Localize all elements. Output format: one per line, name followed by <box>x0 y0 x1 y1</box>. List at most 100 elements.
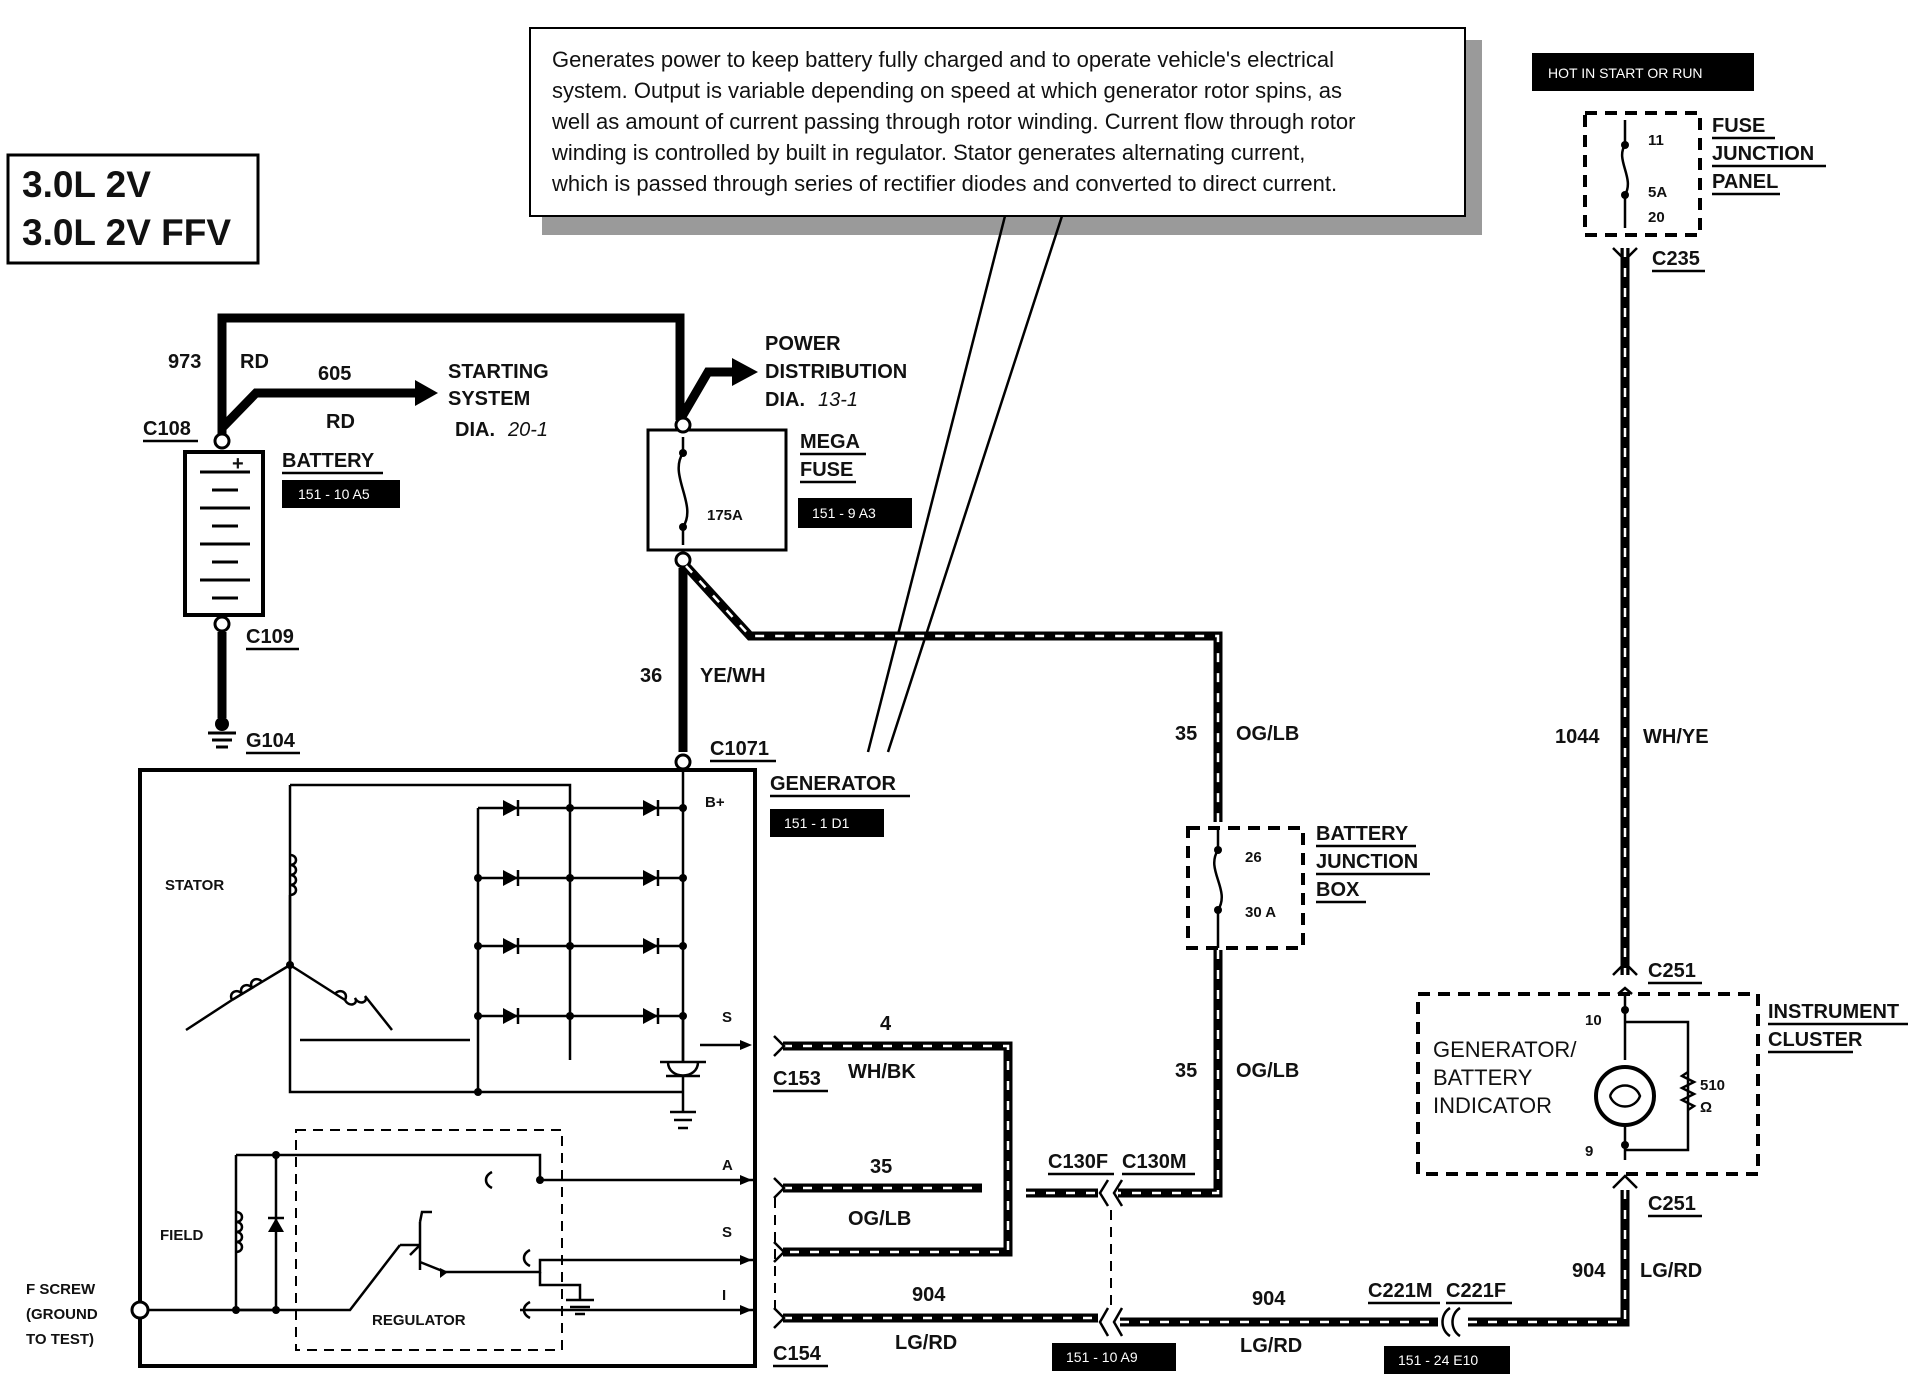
connector-c221m: C221M <box>1368 1280 1432 1302</box>
wire-973-circuit: 973 <box>168 351 201 373</box>
battery-ref: 151 - 10 A5 <box>298 486 370 502</box>
connector-c221: C221M C221F 151 - 24 E10 <box>1368 1280 1512 1374</box>
wire-4: 4 WH/BK C153 <box>773 1013 1013 1263</box>
connector-c108: C108 <box>143 418 191 440</box>
starting-system-dia-number: 20-1 <box>507 419 548 441</box>
fuse-panel-name-3: PANEL <box>1712 171 1778 193</box>
generator-name: GENERATOR <box>770 773 896 795</box>
engine-box: 3.0L 2V 3.0L 2V FFV <box>6 153 260 265</box>
wire-1044-circuit: 1044 <box>1555 726 1600 748</box>
description-line-2: system. Output is variable depending on … <box>552 78 1342 103</box>
wire-1044-color: WH/YE <box>1643 726 1709 748</box>
wire-904-middle-color: LG/RD <box>1240 1335 1302 1357</box>
connector-c235: C235 <box>1652 248 1700 270</box>
fuse-panel-number: 11 <box>1648 132 1664 149</box>
c130-ref: 151 - 10 A9 <box>1066 1349 1138 1365</box>
indicator-line-1: GENERATOR/ <box>1433 1037 1577 1062</box>
description-box: Generates power to keep battery fully ch… <box>529 27 1482 235</box>
ground-label: G104 <box>246 730 296 752</box>
wire-35-upper-circuit: 35 <box>1175 723 1197 745</box>
wire-4-circuit: 4 <box>880 1013 892 1035</box>
instrument-cluster: 510 Ω 10 9 GENERATOR/ BATTERY INDICATOR … <box>1416 960 1908 1218</box>
connector-c153: C153 <box>773 1068 821 1090</box>
battery-junction-rating: 30 A <box>1245 904 1276 921</box>
battery-junction-fuse-number: 26 <box>1245 849 1262 866</box>
terminal-i: I <box>722 1287 726 1304</box>
power-distribution-line-2: DISTRIBUTION <box>765 361 907 383</box>
c221-ref: 151 - 24 E10 <box>1398 1352 1478 1368</box>
battery-junction-name-2: JUNCTION <box>1316 851 1418 873</box>
fuse-panel-name-2: JUNCTION <box>1712 143 1814 165</box>
cluster-name-2: CLUSTER <box>1768 1029 1863 1051</box>
wire-36: 36 YE/WH C1071 <box>640 568 776 771</box>
description-line-5: which is passed through series of rectif… <box>551 171 1337 196</box>
generator-ref: 151 - 1 D1 <box>784 815 850 831</box>
power-distribution-dia: DIA. <box>765 389 805 411</box>
wire-36-circuit: 36 <box>640 665 662 687</box>
connector-c251-top: C251 <box>1648 960 1696 982</box>
wire-605: 605 RD <box>218 363 438 433</box>
wire-904-left-color: LG/RD <box>895 1332 957 1354</box>
resistor-value: 510 <box>1700 1077 1725 1094</box>
mega-fuse: 175A MEGA FUSE 151 - 9 A3 <box>646 416 912 569</box>
mega-fuse-ref: 151 - 9 A3 <box>812 505 876 521</box>
wire-4-color: WH/BK <box>848 1061 916 1083</box>
mega-fuse-name-1: MEGA <box>800 431 860 453</box>
wire-35-lower: 35 OG/LB <box>1118 950 1299 1198</box>
description-line-3: well as amount of current passing throug… <box>551 109 1355 134</box>
field-label: FIELD <box>160 1227 203 1244</box>
connector-c130f: C130F <box>1048 1151 1108 1173</box>
description-line-1: Generates power to keep battery fully ch… <box>552 47 1334 72</box>
wire-35-generator-color: OG/LB <box>848 1208 911 1230</box>
wire-904-right: 904 LG/RD <box>1468 1174 1702 1327</box>
cluster-pin-bottom: 9 <box>1585 1143 1593 1160</box>
starting-system-line-2: SYSTEM <box>448 388 530 410</box>
power-distribution-line-1: POWER <box>765 333 841 355</box>
hot-label-text: HOT IN START OR RUN <box>1548 65 1703 81</box>
wire-904-left-circuit: 904 <box>912 1284 946 1306</box>
terminal-bplus: B+ <box>705 794 725 811</box>
fuse-panel-name-1: FUSE <box>1712 115 1765 137</box>
fuse-junction-panel: 11 5A 20 FUSE JUNCTION PANEL C235 <box>1583 111 1826 273</box>
cluster-name-1: INSTRUMENT <box>1768 1001 1899 1023</box>
power-distribution-dia-number: 13-1 <box>818 389 858 411</box>
indicator-line-2: BATTERY <box>1433 1065 1533 1090</box>
connector-c130m: C130M <box>1122 1151 1186 1173</box>
battery-name: BATTERY <box>282 450 375 472</box>
wire-605-circuit: 605 <box>318 363 351 385</box>
wire-973-color: RD <box>240 351 269 373</box>
wire-904-middle: 904 LG/RD <box>1098 1288 1438 1357</box>
engine-line-1: 3.0L 2V <box>22 164 151 205</box>
wire-904-right-circuit: 904 <box>1572 1260 1606 1282</box>
diode-array <box>474 800 687 1096</box>
description-pointer <box>866 215 1064 753</box>
wire-36-color: YE/WH <box>700 665 766 687</box>
stator-label: STATOR <box>165 877 224 894</box>
resistor-unit: Ω <box>1700 1099 1712 1116</box>
wire-35-upper: 35 OG/LB <box>682 562 1299 822</box>
mega-fuse-name-2: FUSE <box>800 459 853 481</box>
battery-junction-box: 26 30 A BATTERY JUNCTION BOX <box>1186 823 1430 950</box>
connector-c130: C130F C130M 151 - 10 A9 <box>1026 1151 1195 1371</box>
description-line-4: winding is controlled by built in regula… <box>551 140 1305 165</box>
f-screw-line-3: TO TEST) <box>26 1331 94 1348</box>
connector-c221f: C221F <box>1446 1280 1506 1302</box>
terminal-a: A <box>722 1157 733 1174</box>
f-screw-line-2: (GROUND <box>26 1306 98 1323</box>
starting-system: STARTING SYSTEM DIA. 20-1 <box>448 361 549 441</box>
wire-35-generator-circuit: 35 <box>870 1156 892 1178</box>
connector-c109: C109 <box>246 626 294 648</box>
connector-c154: C154 <box>773 1343 822 1365</box>
starting-system-line-1: STARTING <box>448 361 549 383</box>
cluster-pin-top: 10 <box>1585 1012 1602 1029</box>
connector-c251-bottom: C251 <box>1648 1193 1696 1215</box>
wire-605-color: RD <box>326 411 355 433</box>
battery: + BATTERY 151 - 10 A5 C108 C109 <box>143 418 400 651</box>
f-screw-line-1: F SCREW <box>26 1281 96 1298</box>
engine-line-2: 3.0L 2V FFV <box>22 212 231 253</box>
connector-c1071: C1071 <box>710 738 769 760</box>
generator: GENERATOR 151 - 1 D1 B+ STATOR <box>26 768 910 1368</box>
starting-system-dia: DIA. <box>455 419 495 441</box>
fuse-panel-rating: 5A <box>1648 184 1667 201</box>
